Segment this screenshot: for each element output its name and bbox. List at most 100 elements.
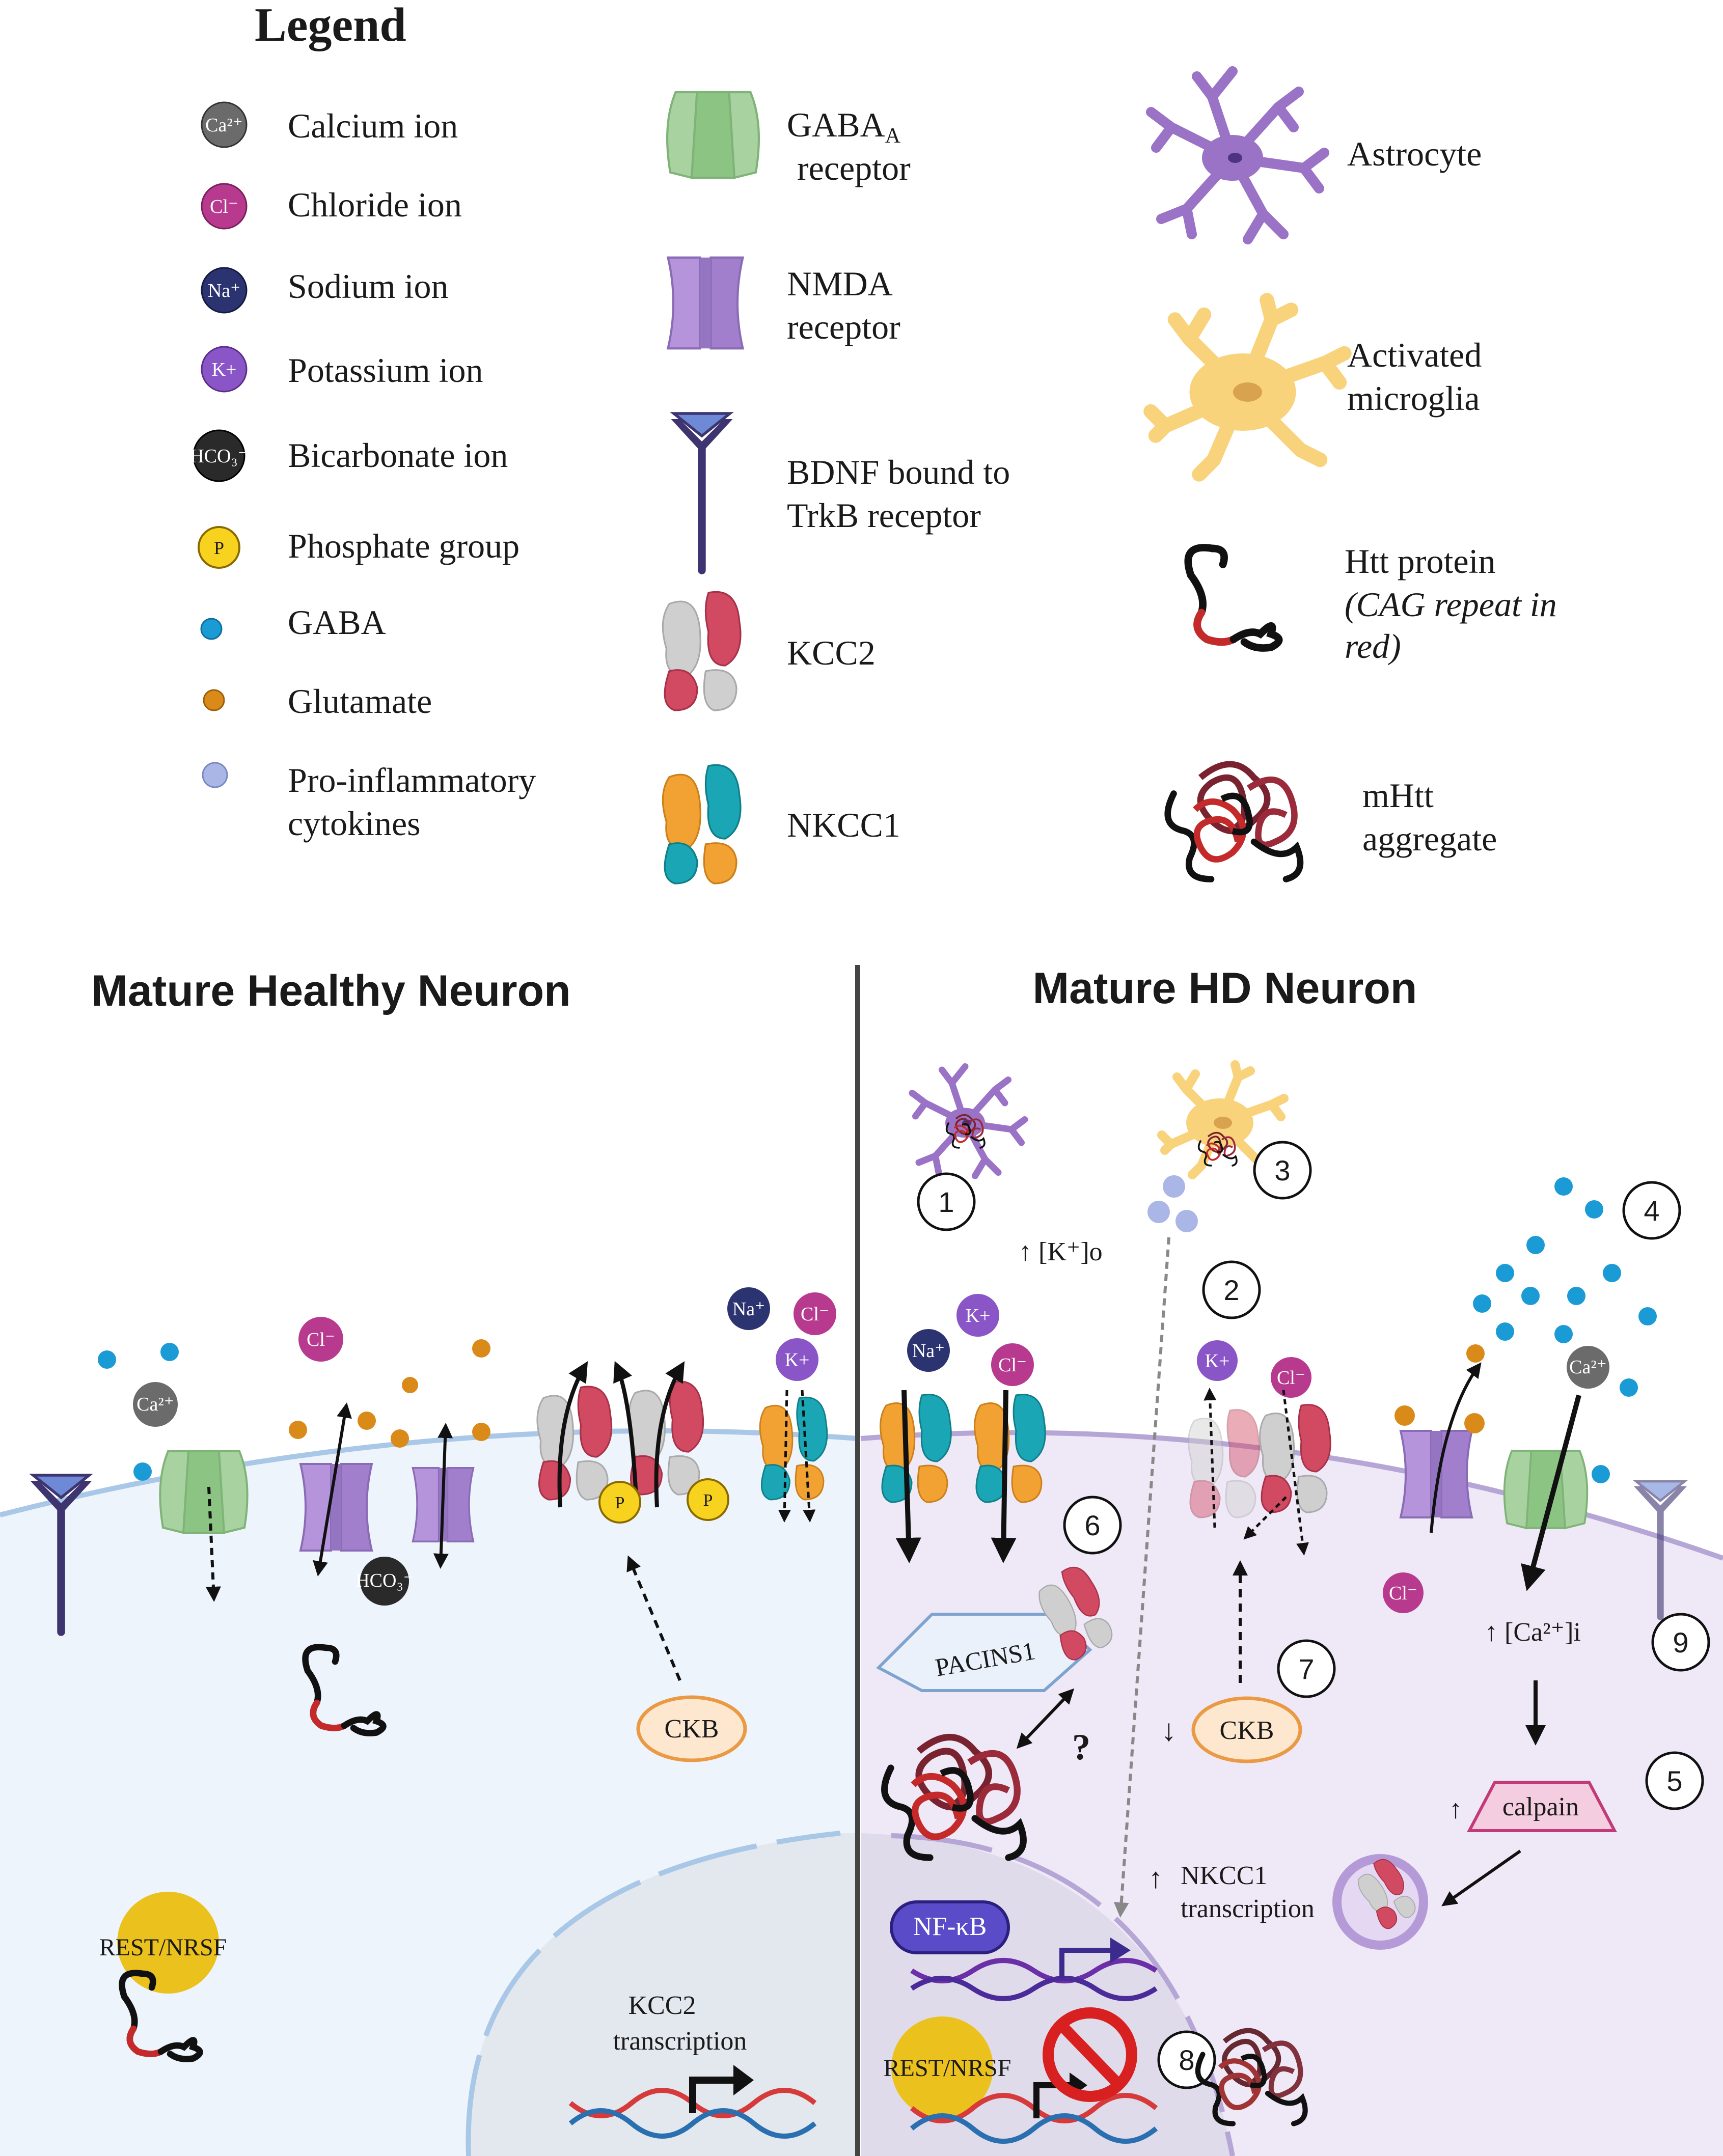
healthy-kcc2-efflux-arrow [557,1361,588,1508]
gaba-molecule [1638,1307,1657,1325]
hd-potassium-symbol: K+ [966,1305,991,1326]
nmda-label-1: NMDA [787,264,893,303]
hd-calcium-influx-arrow [1521,1394,1581,1591]
healthy-nucleus [468,1833,858,2156]
gaba-molecule [1521,1287,1540,1305]
phosphate-group-symbol: P [214,538,224,558]
hd-chloride-ion-2-icon [1271,1357,1311,1398]
hd-astrocyte-icon [912,1067,1025,1176]
step-3-badge [1253,1141,1312,1200]
legend: Legend Ca²⁺ Calcium ion Cl⁻ Chloride ion… [190,0,1557,884]
glutamate-molecule [391,1429,409,1448]
phosphate-group-label: Phosphate group [288,527,519,565]
glutamate-label: Glutamate [288,682,432,721]
hd-steps: 1 2 3 4 5 6 7 8 9 [917,1141,1710,2089]
hd-rest-nrsf-label: REST/NRSF [884,2055,1011,2082]
gaba-icon [200,618,223,640]
nmda-receptor-icon [668,258,743,349]
legend-nkcc1: NKCC1 [662,764,900,884]
calcium-ion-symbol: Ca²⁺ [205,115,243,136]
gaba-molecule [1554,1325,1573,1343]
hd-calpain-arrow: ↑ [1449,1795,1462,1824]
healthy-rest-nrsf-label: REST/NRSF [99,1934,227,1961]
glutamate-molecule [1464,1413,1485,1433]
gabaa-receptor-icon [667,92,759,178]
gaba-molecule [133,1462,152,1481]
gaba-molecule [1526,1236,1545,1254]
cytokines-label-2: cytokines [288,804,421,843]
glutamate-molecule [289,1421,307,1439]
hd-nkcc1-tx-up-arrow: ↑ [1148,1863,1163,1894]
glutamate-molecule [472,1423,490,1441]
step-9-badge [1651,1613,1710,1672]
hd-dna-nkcc1 [910,1958,1158,2001]
gaba-label: GABA [288,603,386,642]
legend-mhtt: mHtt aggregate [1168,764,1497,879]
legend-sodium: Na⁺ Sodium ion [201,267,449,314]
healthy-membrane [0,1428,858,1517]
hd-prohibited-icon [1043,2007,1137,2102]
gabaa-label-2: receptor [797,149,911,187]
hd-nmda-receptor-icon [1400,1430,1473,1518]
healthy-chloride-ion-icon [298,1317,343,1362]
hd-chloride-ion-3-icon [1383,1572,1424,1613]
gaba-molecule [98,1350,116,1369]
hd-ckb-decrease-arrow: ↓ [1161,1713,1177,1747]
healthy-kcc2-transcription-label-1: KCC2 [628,1991,696,2020]
healthy-ckb-phosphorylation-arrow [626,1555,681,1681]
astrocyte-label: Astrocyte [1347,134,1482,173]
hd-chloride-symbol: Cl⁻ [1389,1583,1417,1604]
healthy-neuron: Ca²⁺ Cl⁻ HCO₃⁻ P P [31,1287,836,2139]
bdnf-label-1: BDNF bound to [787,453,1010,491]
healthy-chloride-symbol: Cl⁻ [801,1304,829,1325]
hd-nkcc1-influx-arrow [895,1390,921,1563]
chloride-ion-icon [201,183,248,230]
step-2-badge [1202,1260,1261,1319]
sodium-ion-icon [201,267,248,314]
glutamate-icon [203,689,225,711]
healthy-ckb [636,1695,747,1762]
phosphate-group-2-icon [687,1478,729,1521]
phosphate-group-icon [198,526,240,569]
bdnf-label-2: TrkB receptor [787,496,981,535]
step-1-number: 1 [938,1186,954,1218]
hd-calpain [1467,1781,1617,1832]
potassium-ion-label: Potassium ion [288,351,483,390]
hd-calpain-label: calpain [1502,1792,1579,1821]
legend-chloride: Cl⁻ Chloride ion [201,183,462,230]
healthy-nmda-flux-arrow-1 [313,1402,352,1577]
bicarbonate-ion-symbol: HCO₃⁻ [190,446,248,467]
gaba-molecule [1585,1200,1603,1219]
hd-kcc2-reduced-arrow [1204,1388,1217,1528]
healthy-calcium-ion-icon [133,1382,178,1427]
hd-nfkb-label: NF-κB [913,1912,987,1941]
step-6-badge [1063,1496,1122,1555]
hd-nkcc1-transcription-label-1: NKCC1 [1181,1861,1267,1890]
hd-rest-nrsf-icon [891,2016,993,2118]
sodium-ion-label: Sodium ion [288,267,449,306]
healthy-panel-title: Mature Healthy Neuron [91,966,570,1015]
astrocyte-icon [1151,71,1324,239]
legend-gaba: GABA [200,603,386,642]
legend-kcc2: KCC2 [662,591,876,711]
healthy-sodium-ion-icon [727,1287,770,1330]
healthy-sodium-symbol: Na⁺ [732,1298,765,1320]
gaba-molecule [160,1343,179,1361]
nmda-label-2: receptor [787,308,900,346]
legend-potassium: K+ Potassium ion [201,346,483,393]
gaba-molecule [1592,1465,1610,1483]
healthy-nkcc1-flux-arrow [801,1390,816,1523]
healthy-potassium-symbol: K+ [785,1349,810,1371]
gaba-molecule [1554,1177,1573,1196]
htt-label-1: Htt protein [1345,542,1496,581]
hd-nfkb [890,1900,1010,1954]
potassium-ion-symbol: K+ [212,359,237,380]
hd-kcc2-reduced-arrow [1243,1496,1287,1540]
mhtt-label-1: mHtt [1362,776,1434,815]
chloride-ion-symbol: Cl⁻ [210,196,238,217]
healthy-promoter-arrow [689,2077,733,2113]
microglia-icon [1151,300,1345,475]
step-7-badge [1277,1639,1336,1698]
hd-nkcc1-influx-arrow [991,1390,1017,1563]
step-1-badge [917,1172,976,1231]
